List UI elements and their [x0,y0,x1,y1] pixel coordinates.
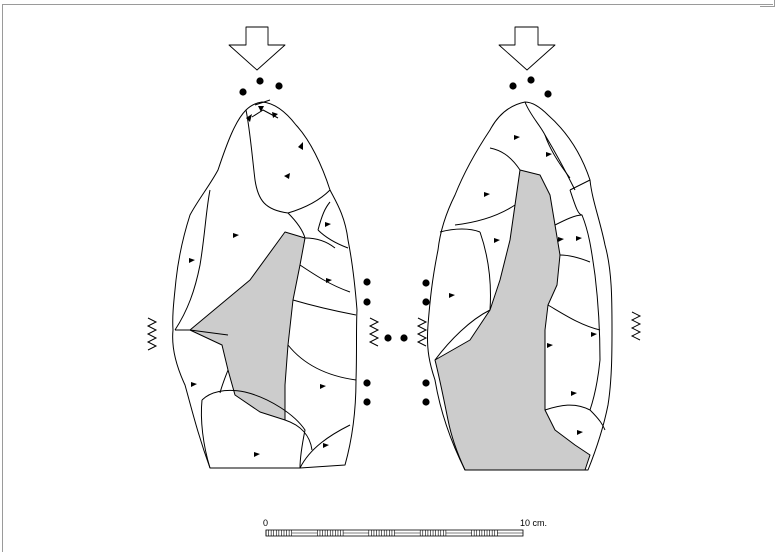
right-artifact-view [427,26,613,471]
left-percussion-arrow-icon [228,26,286,71]
frame-corner-mark [760,0,775,7]
zigzag-icon [416,317,428,347]
drawing-frame [2,4,773,552]
left-cortex-area [189,231,306,421]
zigzag-icon [146,317,158,351]
dot-markers [239,76,552,406]
zigzag-icon [630,311,642,341]
right-cortex-area [434,169,591,471]
right-percussion-arrow-icon [498,26,556,71]
scale-start-label: 0 [263,518,269,528]
zigzag-icon [368,317,380,347]
left-artifact-view [172,26,358,469]
scar-direction-markers [189,106,597,457]
left-artifact-outline [172,101,358,469]
scale-bar [265,529,524,537]
zigzag-markers [146,311,642,351]
scale-end-label: 10 cm. [520,518,548,528]
